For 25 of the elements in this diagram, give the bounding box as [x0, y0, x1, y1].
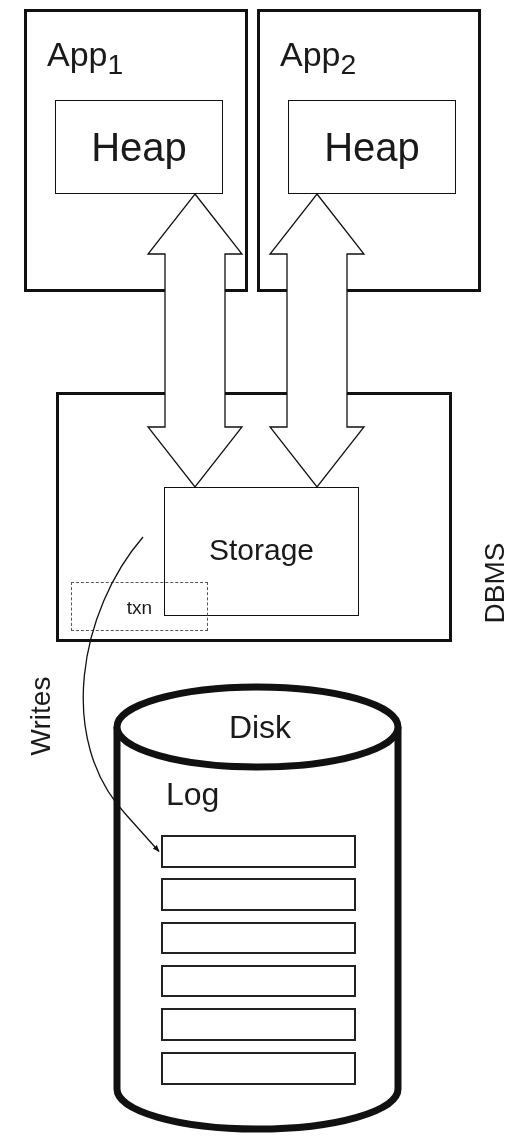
storage-label: Storage: [208, 534, 315, 565]
double-block-arrow: [146, 192, 244, 489]
log-entry-box: [161, 1052, 356, 1085]
txn-label: txn: [126, 597, 153, 616]
disk-label: Disk: [228, 711, 292, 743]
dbms-label: DBMS: [481, 542, 509, 624]
log-entry-box: [161, 922, 356, 954]
app-label: App$_{2}$: [280, 37, 357, 79]
heap-box: [55, 100, 223, 194]
log-entry-box: [161, 965, 356, 997]
storage-box: [164, 487, 359, 616]
heap-label: Heap: [91, 127, 187, 167]
log-entry-box: [161, 878, 356, 911]
app-box: [24, 9, 248, 292]
app-box: [257, 9, 481, 292]
log-label: Log: [166, 778, 220, 810]
heap-box: [288, 100, 456, 194]
log-entry-box: [161, 835, 356, 868]
transaction-box: [71, 582, 208, 631]
disk-cylinder: [113, 683, 402, 1135]
app-label: App$_{1}$: [47, 37, 124, 79]
heap-label: Heap: [324, 127, 420, 167]
double-block-arrow: [268, 192, 366, 489]
curved-arrow: [82, 536, 160, 853]
log-entry-box: [161, 1008, 356, 1041]
